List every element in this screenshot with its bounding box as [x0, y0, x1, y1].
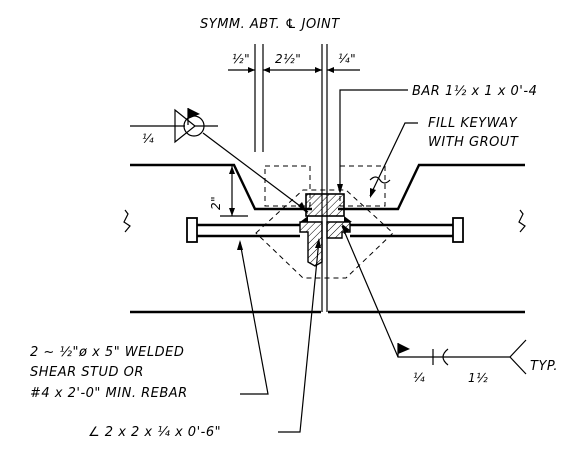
- bar-plate: [305, 193, 345, 217]
- stud-callout-line2: SHEAR STUD OR: [30, 365, 144, 380]
- dim-right-gap: ¼": [338, 52, 356, 66]
- stud-callout-leader: [237, 240, 269, 395]
- grout-callout-leader: [369, 122, 418, 198]
- top-dimensions: ½" 2½" ¼": [228, 52, 360, 73]
- weld-fillets: [300, 216, 352, 222]
- left-weld-size: ¼: [142, 132, 154, 146]
- right-panel: [328, 163, 526, 314]
- angle-callout: ∠ 2 x 2 x ¼ x 0'-6": [88, 425, 221, 440]
- stud-callout-line3: #4 x 2'-0" MIN. REBAR: [30, 386, 188, 401]
- symmetry-title: SYMM. ABT. ℄ JOINT: [200, 17, 340, 32]
- left-weld-symbol: [130, 108, 309, 214]
- bar-callout-leader: [337, 89, 408, 194]
- left-angle-and-stud: [186, 217, 323, 267]
- dim-depth: 2": [209, 196, 223, 210]
- angle-callout-leader: [278, 238, 321, 433]
- dim-center: 2½": [275, 52, 301, 66]
- right-weld-symbol: [341, 224, 527, 375]
- dim-left-gap: ½": [232, 52, 250, 66]
- grout-callout-line1: FILL KEYWAY: [428, 116, 518, 131]
- keyway-dashed-outline: [255, 165, 394, 279]
- grout-callout-line2: WITH GROUT: [428, 135, 519, 150]
- right-weld-length: 1½: [468, 371, 488, 385]
- depth-dimension: 2": [209, 166, 248, 217]
- bar-callout: BAR 1½ x 1 x 0'-4: [412, 84, 537, 99]
- right-weld-tail: TYP.: [530, 359, 558, 374]
- left-panel: [123, 163, 321, 314]
- right-weld-size: ¼: [413, 371, 425, 385]
- centerline: [254, 44, 328, 312]
- stud-callout-line1: 2 ~ ½"ø x 5" WELDED: [30, 345, 184, 360]
